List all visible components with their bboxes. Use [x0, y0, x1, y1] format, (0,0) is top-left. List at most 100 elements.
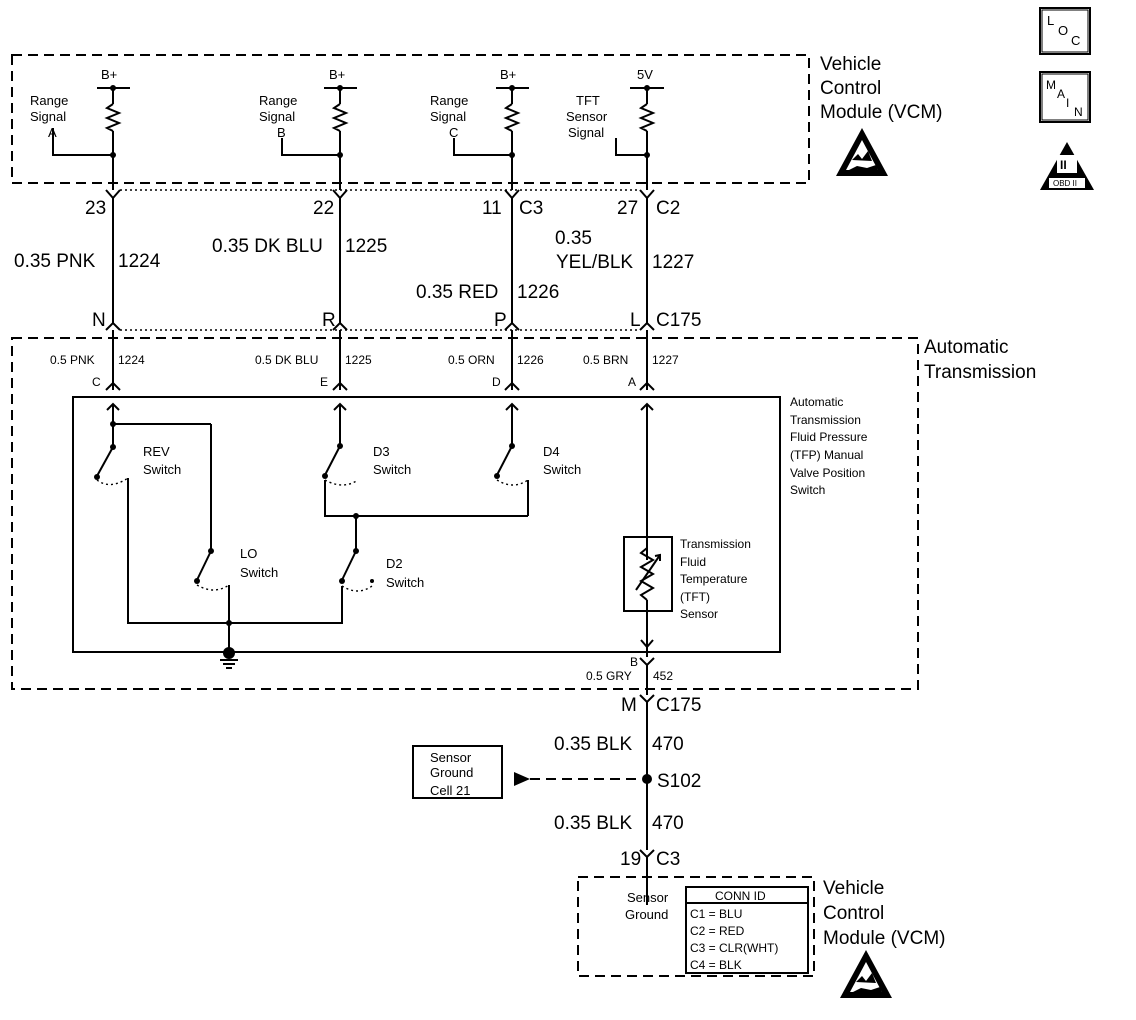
tft-sensor-label-1: Transmission — [680, 537, 751, 551]
pin-23: 23 — [85, 198, 106, 219]
vcm-bottom-title-1: Vehicle — [823, 878, 884, 899]
tft-sensor-label-3: Temperature — [680, 572, 748, 586]
range-signal-b-label-3: B — [277, 125, 286, 140]
tfp-switch-assembly-box — [72, 396, 781, 653]
pin-e: E — [320, 375, 328, 389]
connector-chevrons-inner — [105, 381, 655, 391]
wire-1227-color: YEL/BLK — [556, 252, 633, 273]
svg-text:O: O — [1058, 23, 1068, 38]
inner-wire-1226-label: 0.5 ORN — [448, 353, 495, 367]
tft-sensor-label-4: (TFT) — [680, 590, 710, 604]
esd-warning-icon-bottom — [840, 950, 892, 998]
conn-id-header: CONN ID — [715, 889, 766, 903]
d2-switch-label-2: Switch — [386, 575, 424, 590]
pin-n: N — [92, 310, 106, 331]
supply-b-plus-2: B+ — [329, 67, 345, 82]
d2-switch-label-1: D2 — [386, 556, 403, 571]
wire-470-upper-circuit: 470 — [652, 734, 684, 755]
d4-switch-label-1: D4 — [543, 444, 560, 459]
conn-id-row-c1: C1 = BLU — [690, 907, 742, 921]
svg-text:M: M — [1046, 78, 1056, 92]
esd-warning-icon — [836, 128, 888, 176]
wire-1226-circuit: 1226 — [517, 282, 559, 303]
pin-l: L — [630, 310, 641, 331]
connector-c3-lower-label: C3 — [656, 849, 680, 870]
sensor-ground-cell-box — [412, 745, 503, 799]
tft-sensor-signal-label-3: Signal — [568, 125, 604, 140]
range-signal-c-label-3: C — [449, 125, 458, 140]
transmission-box — [11, 337, 919, 690]
assembly-entry-arrows — [106, 402, 654, 411]
connector-c175-lower-label: C175 — [656, 695, 701, 716]
tfp-label-3: Fluid Pressure — [790, 430, 868, 444]
supply-b-plus-1: B+ — [101, 67, 117, 82]
range-signal-c-label-1: Range — [430, 93, 468, 108]
inner-wire-452-label: 0.5 GRY — [586, 669, 632, 683]
splice-s102 — [642, 774, 652, 784]
svg-text:N: N — [1074, 105, 1083, 119]
conn-id-row-c3: C3 = CLR(WHT) — [690, 941, 778, 955]
d3-switch-label-2: Switch — [373, 462, 411, 477]
rev-switch-label-1: REV — [143, 444, 170, 459]
sensor-ground-arrow-icon — [514, 772, 530, 786]
pin-r: R — [322, 310, 336, 331]
pin-b: B — [630, 655, 638, 669]
connector-c175-upper-label: C175 — [656, 310, 701, 331]
vcm-bottom-title-2: Control — [823, 903, 884, 924]
wire-470-lower-circuit: 470 — [652, 813, 684, 834]
range-signal-a-label-2: Signal — [30, 109, 66, 124]
range-signal-b-label-2: Signal — [259, 109, 295, 124]
conn-id-table — [685, 886, 809, 974]
d4-switch-label-2: Switch — [543, 462, 581, 477]
inner-wire-1225-label: 0.5 DK BLU — [255, 353, 318, 367]
lo-switch-label-2: Switch — [240, 565, 278, 580]
inner-wire-1227-circuit: 1227 — [652, 353, 679, 367]
vcm-top-box — [11, 54, 810, 184]
tfp-label-6: Switch — [790, 483, 825, 497]
svg-text:I: I — [1066, 96, 1069, 110]
vcm-top-title-1: Vehicle — [820, 54, 881, 75]
pin-19: 19 — [620, 849, 641, 870]
vcm-top-title-2: Control — [820, 78, 881, 99]
wire-1227-circuit: 1227 — [652, 252, 694, 273]
vcm-bottom-title-3: Module (VCM) — [823, 928, 945, 949]
wire-1227-gauge: 0.35 — [555, 228, 592, 249]
supply-b-plus-3: B+ — [500, 67, 516, 82]
connector-chevron-19 — [639, 849, 655, 859]
pullup-resistor-b — [281, 85, 357, 190]
wire-470-upper-gauge-color: 0.35 BLK — [554, 734, 632, 755]
inner-wire-1226-circuit: 1226 — [517, 353, 544, 367]
tft-sensor-thermistor-icon — [623, 404, 673, 652]
transmission-title-1: Automatic — [924, 337, 1008, 358]
range-signal-c-label-2: Signal — [430, 109, 466, 124]
tfp-label-2: Transmission — [790, 413, 861, 427]
conn-id-row-c4: C4 = BLK — [690, 958, 742, 972]
obd-ii-icon: II OBD II — [1040, 142, 1094, 190]
pullup-resistor-tft — [615, 85, 664, 190]
splice-s102-label: S102 — [657, 771, 701, 792]
range-signal-a-label-3: A — [48, 125, 57, 140]
sensor-ground-label-1: Sensor — [627, 890, 669, 905]
connector-c2-label: C2 — [656, 198, 680, 219]
rev-switch-label-2: Switch — [143, 462, 181, 477]
wire-470-lower-gauge-color: 0.35 BLK — [554, 813, 632, 834]
connector-chevron-b — [639, 657, 655, 667]
rev-switch — [94, 404, 229, 624]
tft-sensor-signal-label-2: Sensor — [566, 109, 608, 124]
connector-chevrons-c175 — [105, 321, 655, 331]
pin-11: 11 — [482, 198, 502, 219]
inner-wire-1224-label: 0.5 PNK — [50, 353, 95, 367]
wire-1225-circuit: 1225 — [345, 236, 387, 257]
tfp-label-4: (TFP) Manual — [790, 448, 863, 462]
pin-p: P — [494, 310, 507, 331]
loc-badge-icon: L O C — [1039, 7, 1091, 55]
supply-5v: 5V — [637, 67, 653, 82]
pin-c: C — [92, 375, 101, 389]
vcm-bottom-box — [577, 876, 815, 977]
svg-text:OBD II: OBD II — [1053, 179, 1077, 188]
pin-22: 22 — [313, 198, 334, 219]
pin-m: M — [621, 695, 637, 716]
lo-switch-label-1: LO — [240, 546, 257, 561]
connector-chevron-m — [639, 694, 655, 704]
